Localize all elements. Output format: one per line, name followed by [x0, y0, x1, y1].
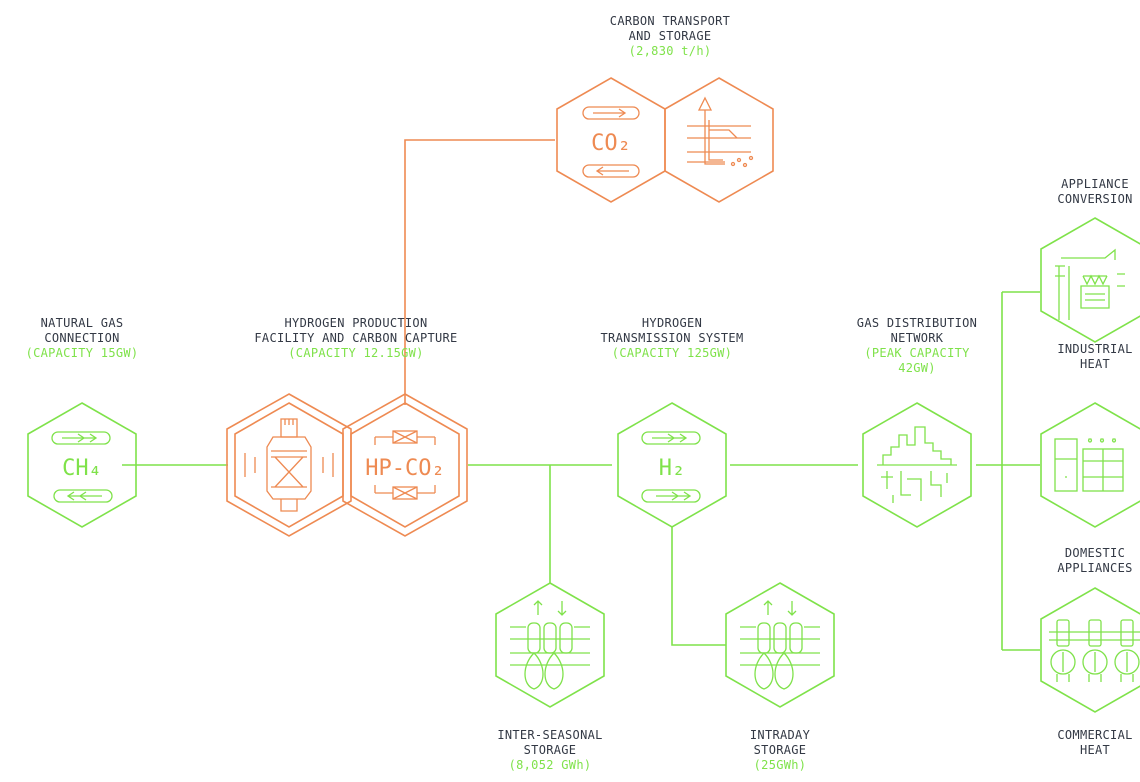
intraday-label: INTRADAY STORAGE (25GWh) — [700, 728, 860, 773]
well-icon — [687, 96, 754, 168]
appliance-conversion-label: APPLIANCE CONVERSION — [1030, 177, 1140, 207]
inter-seasonal-label: INTER-SEASONAL STORAGE (8,052 GWh) — [460, 728, 640, 773]
hydrogen-production-label: HYDROGEN PRODUCTION FACILITY AND CARBON … — [200, 316, 512, 361]
carbon-transport-label: CARBON TRANSPORT AND STORAGE (2,830 t/h) — [570, 14, 770, 59]
city-network-icon — [877, 426, 957, 503]
domestic-title-1: DOMESTIC — [1064, 546, 1126, 560]
industrial-title-2: HEAT — [1079, 357, 1111, 371]
intraday-capacity: (25GWh) — [753, 758, 807, 772]
ch4-symbol: CH₄ — [62, 456, 102, 481]
production-title-2: FACILITY AND CARBON CAPTURE — [254, 331, 458, 345]
natural-gas-capacity: (CAPACITY 15GW) — [25, 346, 139, 360]
industrial-heat-node[interactable] — [1040, 217, 1140, 343]
domestic-appliances-node[interactable] — [1040, 402, 1140, 528]
natural-gas-node[interactable]: CH₄ — [27, 402, 137, 528]
commercial-heat-node[interactable] — [1040, 587, 1140, 713]
carbon-title-1: CARBON TRANSPORT — [609, 14, 731, 28]
inter-seasonal-storage-node[interactable] — [495, 582, 605, 708]
connector-to-intraday — [671, 527, 726, 646]
boiler-icon — [1049, 619, 1140, 682]
industrial-hex — [1040, 217, 1140, 343]
transmission-title-1: HYDROGEN — [641, 316, 703, 330]
appliance-icon — [1054, 438, 1124, 492]
industrial-heat-label: INDUSTRIAL HEAT — [1030, 342, 1140, 372]
carbon-title-2: AND STORAGE — [628, 29, 712, 43]
intraday-hex — [725, 582, 835, 708]
natural-gas-label: NATURAL GAS CONNECTION (CAPACITY 15GW) — [0, 316, 164, 361]
inter-seasonal-title-1: INTER-SEASONAL — [497, 728, 603, 742]
domestic-appliances-label: DOMESTIC APPLIANCES — [1030, 546, 1140, 576]
intraday-title-1: INTRADAY — [749, 728, 811, 742]
intraday-storage-node[interactable] — [725, 582, 835, 708]
natural-gas-title-1: NATURAL GAS — [40, 316, 124, 330]
hydrogen-transmission-label: HYDROGEN TRANSMISSION SYSTEM (CAPACITY 1… — [562, 316, 782, 361]
storage-tank-icon — [510, 600, 590, 690]
inter-seasonal-capacity: (8,052 GWh) — [508, 758, 592, 772]
intraday-title-2: STORAGE — [753, 743, 807, 757]
co2-symbol: CO₂ — [591, 131, 631, 156]
h2-pipe-icon — [641, 431, 701, 503]
co2-pipe-icon — [582, 106, 640, 178]
gas-distribution-label: GAS DISTRIBUTION NETWORK (PEAK CAPACITY … — [822, 316, 1012, 376]
distribution-title-1: GAS DISTRIBUTION — [856, 316, 978, 330]
inter-seasonal-title-2: STORAGE — [523, 743, 577, 757]
gas-distribution-node[interactable] — [862, 402, 972, 528]
commercial-title-2: HEAT — [1079, 743, 1111, 757]
hydrogen-transmission-node[interactable]: H₂ — [617, 402, 727, 528]
reformer-icon — [244, 418, 334, 512]
production-right-hex — [342, 393, 468, 537]
commercial-title-1: COMMERCIAL — [1057, 728, 1133, 742]
carbon-transport-node[interactable]: CO₂ — [556, 77, 774, 203]
distribution-capacity-2: 42GW) — [898, 361, 936, 375]
pipe-in-icon — [51, 431, 111, 445]
carbon-right-hex — [664, 77, 774, 203]
connector-production-to-carbon — [404, 139, 555, 405]
capture-icon — [374, 430, 436, 500]
commercial-heat-label: COMMERCIAL HEAT — [1030, 728, 1140, 758]
distribution-capacity-1: (PEAK CAPACITY — [864, 346, 970, 360]
conversion-title-2: CONVERSION — [1057, 192, 1133, 206]
h2-symbol: H₂ — [659, 456, 686, 481]
distribution-title-2: NETWORK — [890, 331, 944, 345]
intraday-tank-icon — [740, 600, 820, 690]
natural-gas-title-2: CONNECTION — [44, 331, 120, 345]
transmission-title-2: TRANSMISSION SYSTEM — [600, 331, 744, 345]
factory-icon — [1055, 248, 1125, 320]
industrial-title-1: INDUSTRIAL — [1057, 342, 1133, 356]
inter-seasonal-hex — [495, 582, 605, 708]
transmission-capacity: (CAPACITY 125GW) — [611, 346, 733, 360]
connectors — [122, 139, 1040, 651]
domestic-title-2: APPLIANCES — [1057, 561, 1133, 575]
conversion-title-1: APPLIANCE — [1061, 177, 1129, 191]
production-capacity: (CAPACITY 12.15GW) — [288, 346, 424, 360]
production-title-1: HYDROGEN PRODUCTION — [284, 316, 428, 330]
pipe-out-icon — [53, 489, 113, 503]
carbon-capacity: (2,830 t/h) — [628, 44, 712, 58]
hp-co2-symbol: HP-CO₂ — [365, 456, 444, 481]
domestic-hex — [1040, 402, 1140, 528]
hydrogen-production-node[interactable]: HP-CO₂ — [226, 393, 468, 537]
